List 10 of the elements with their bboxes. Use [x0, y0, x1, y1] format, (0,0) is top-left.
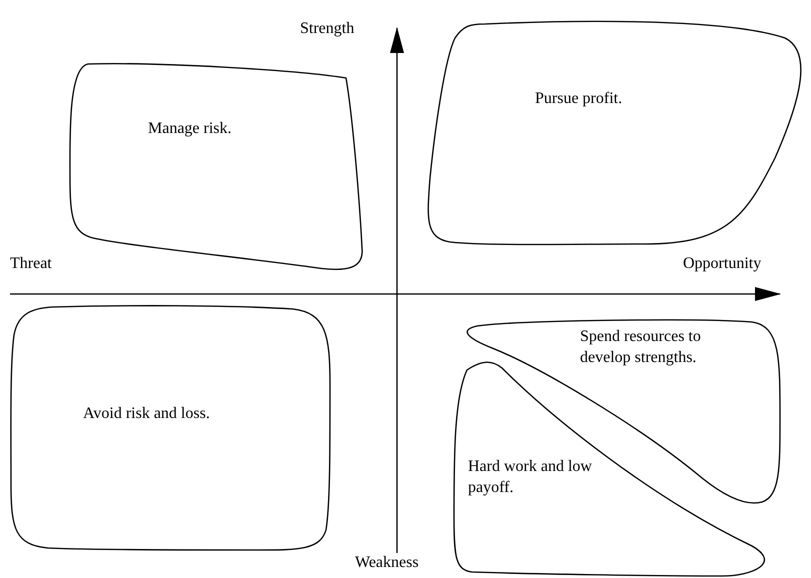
- axis-label: Opportunity: [683, 255, 762, 273]
- axis-label: Weakness: [355, 554, 419, 572]
- region-label: Avoid risk and loss.: [83, 404, 211, 424]
- region-label: Spend resources to develop strengths.: [580, 327, 702, 368]
- region-label: Pursue profit.: [535, 89, 624, 109]
- region-label: Manage risk.: [148, 119, 233, 139]
- region-label: Hard work and low payoff.: [468, 457, 593, 498]
- rounded-region: [8, 305, 333, 553]
- axis-label: Threat: [10, 255, 52, 273]
- axis-label: Strength: [300, 20, 354, 38]
